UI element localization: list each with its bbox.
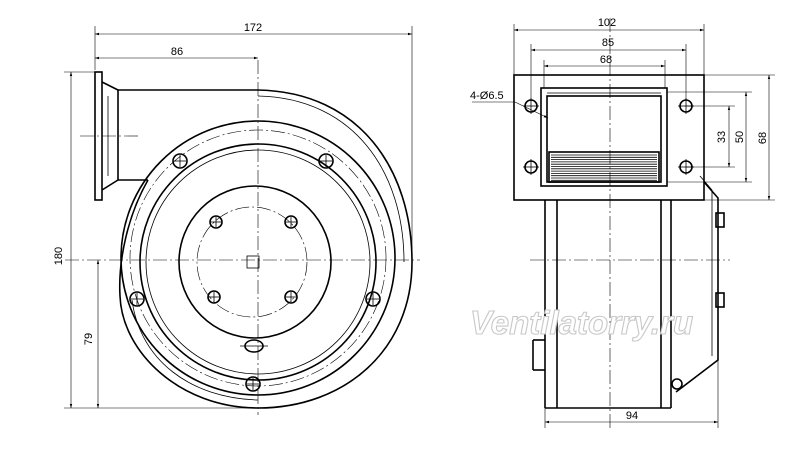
dim-body-width: 94 [544, 360, 719, 428]
bolt [209, 215, 223, 229]
motor-bolt-circle [196, 206, 308, 318]
dim-label: 102 [598, 17, 616, 29]
fan-body [532, 200, 672, 409]
outlet-flange-plate [513, 74, 705, 201]
bolt [245, 376, 261, 392]
front-view: 172 86 180 79 [53, 22, 420, 415]
scroll-housing [118, 89, 413, 409]
watermark: Ventilatorry.ru [470, 304, 693, 341]
shaft-square [246, 255, 260, 269]
dim-label: 79 [83, 333, 95, 345]
bolt [365, 291, 381, 307]
dim-label: 85 [602, 37, 614, 49]
dim-hole-pitch-x: 85 [530, 37, 687, 100]
dim-label: 94 [626, 410, 638, 422]
dim-hole-spec: 4-Ø6.5 [470, 90, 549, 119]
mounting-ring-outer [120, 120, 396, 396]
dim-label: 68 [757, 132, 769, 144]
motor-plate [178, 185, 332, 339]
bolt [284, 290, 298, 304]
impeller-box [548, 151, 660, 183]
motor-housing [671, 175, 725, 393]
inlet-ring-inner [145, 149, 371, 375]
bolt-circle [129, 129, 387, 387]
bolt [207, 290, 221, 304]
flange-hole [523, 98, 539, 114]
dim-label: 172 [244, 22, 262, 34]
dim-overall-width: 172 [94, 22, 413, 255]
dim-hole-pitch-y: 33 [686, 105, 735, 168]
motor-bolts [207, 215, 298, 304]
dim-flange-width: 102 [513, 17, 705, 75]
dim-outlet-width: 68 [543, 54, 666, 88]
dim-label: 4-Ø6.5 [470, 90, 504, 102]
dim-label: 50 [734, 131, 746, 143]
bolt [129, 291, 145, 307]
flange-hole [523, 159, 539, 175]
dim-label: 180 [53, 247, 65, 265]
side-view: 102 85 68 4-Ø6.5 33 50 [470, 17, 775, 430]
ring-bolts [129, 153, 381, 392]
drain-slot [240, 339, 268, 353]
dim-overall-height: 180 [53, 71, 258, 409]
bolt [318, 153, 334, 169]
dim-flange-height: 68 [704, 74, 775, 201]
scroll-inner-line [257, 95, 405, 263]
ring-shadow-line [131, 299, 259, 401]
outlet-flange [94, 71, 258, 201]
terminal [715, 292, 725, 308]
dim-center-height: 79 [83, 260, 100, 408]
bolt [172, 153, 188, 169]
dim-label: 68 [600, 54, 612, 66]
motor-screw [671, 378, 683, 390]
terminal [715, 212, 725, 228]
dim-inlet-offset: 86 [95, 46, 258, 60]
impeller-blades [548, 151, 660, 183]
dim-label: 33 [716, 131, 728, 143]
outlet-opening [540, 87, 668, 187]
dim-outlet-height: 50 [667, 91, 752, 183]
dim-label: 86 [171, 46, 183, 58]
bolt [284, 215, 298, 229]
